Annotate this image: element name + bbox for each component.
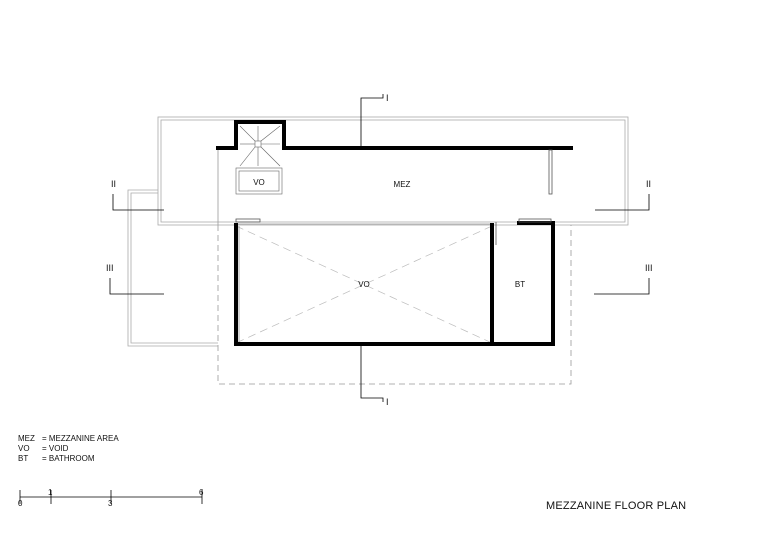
section-label-right-ii: II [646, 179, 651, 189]
legend-abbr: VO [18, 444, 30, 453]
legend-row: MEZ = MEZZANINE AREA [18, 434, 119, 444]
legend: MEZ = MEZZANINE AREA VO = VOID BT = BATH… [18, 434, 119, 464]
section-label-left-iii: III [106, 263, 114, 273]
legend-desc: = MEZZANINE AREA [42, 434, 119, 443]
section-label-bottom: I [386, 397, 389, 407]
room-label-stair-void: VO [253, 178, 265, 187]
room-label-bathroom: BT [515, 280, 525, 289]
legend-abbr: MEZ [18, 434, 35, 443]
stair [235, 125, 283, 195]
void-cross [235, 225, 493, 344]
terrace-outline [127, 189, 218, 347]
scale-tick-3: 3 [108, 499, 113, 508]
roof-outline [157, 116, 629, 226]
section-label-right-iii: III [645, 263, 653, 273]
drawing-title: MEZZANINE FLOOR PLAN [546, 500, 687, 512]
legend-desc: = BATHROOM [42, 454, 95, 463]
room-label-mez: MEZ [394, 180, 411, 189]
room-label-void: VO [358, 280, 370, 289]
lower-floor-outline [217, 225, 572, 385]
section-label-top: I [386, 93, 389, 103]
walls [216, 120, 573, 346]
legend-abbr: BT [18, 454, 29, 463]
section-markers [109, 94, 650, 402]
scale-tick-1: 1 [48, 488, 53, 497]
scale-bar [19, 490, 203, 504]
legend-row: VO = VOID [18, 444, 119, 454]
scale-tick-6: 6 [199, 488, 204, 497]
legend-row: BT = BATHROOM [18, 454, 119, 464]
legend-desc: = VOID [42, 444, 69, 453]
openings [235, 149, 553, 245]
section-label-left-ii: II [111, 179, 116, 189]
scale-tick-0: 0 [18, 499, 23, 508]
